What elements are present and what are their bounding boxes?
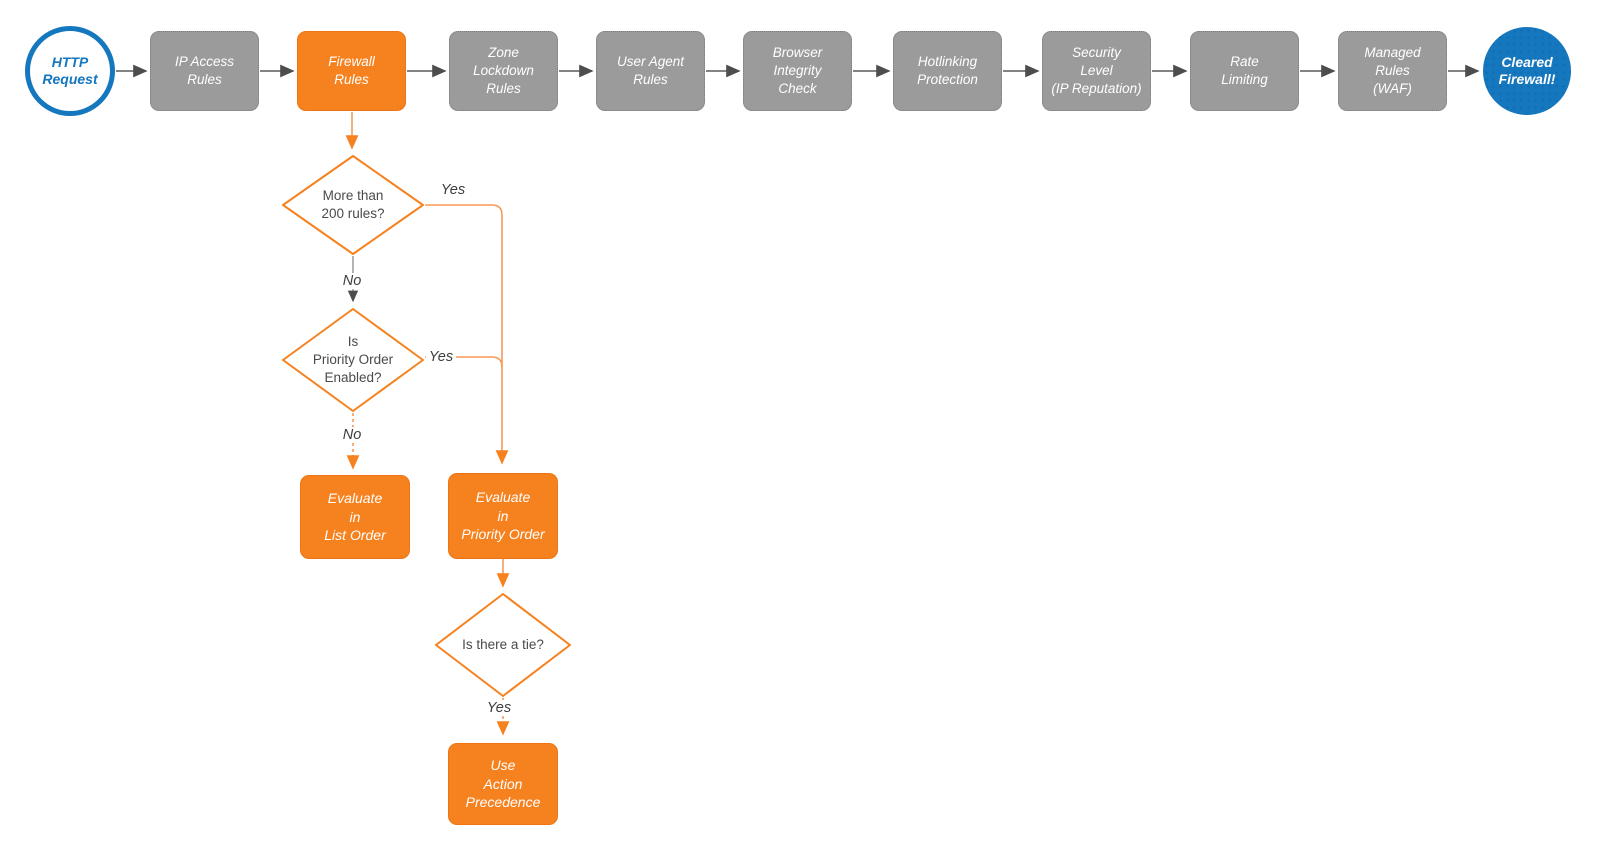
stage-firewall-rules: Firewall Rules [297, 31, 406, 111]
diamond-is-there-a-tie-label: Is there a tie? [462, 636, 544, 652]
diamond-priority-order-enabled-label: Is Priority Order Enabled? [312, 333, 394, 386]
stage-hotlinking-protection: Hotlinking Protection [893, 31, 1002, 111]
stage-zone-lockdown-rules: Zone Lockdown Rules [449, 31, 558, 111]
stage-ip-access-rules: IP Access Rules [150, 31, 259, 111]
box-use-action-precedence: Use Action Precedence [448, 743, 558, 825]
stage-rate-limiting: Rate Limiting [1190, 31, 1299, 111]
end-node-cleared-firewall: Cleared Firewall! [1483, 27, 1571, 115]
box-evaluate-in-list-order: Evaluate in List Order [300, 475, 410, 559]
edge-label-d1-yes: Yes [437, 182, 469, 198]
edge-label-d1-no: No [339, 273, 365, 289]
box-evaluate-in-priority-order: Evaluate in Priority Order [448, 473, 558, 559]
stage-user-agent-rules: User Agent Rules [596, 31, 705, 111]
diamond-more-than-200-rules-label: More than 200 rules? [321, 187, 385, 221]
start-node-http-request: HTTP Request [25, 26, 115, 116]
stage-managed-rules-waf: Managed Rules (WAF) [1338, 31, 1447, 111]
arrow-d1-yes-to-priority [425, 204, 509, 465]
stage-security-level: Security Level (IP Reputation) [1042, 31, 1151, 111]
edge-label-d2-yes: Yes [425, 349, 457, 365]
stage-browser-integrity-check: Browser Integrity Check [743, 31, 852, 111]
edge-label-d2-no: No [339, 427, 365, 443]
edge-label-d3-yes: Yes [483, 700, 515, 716]
